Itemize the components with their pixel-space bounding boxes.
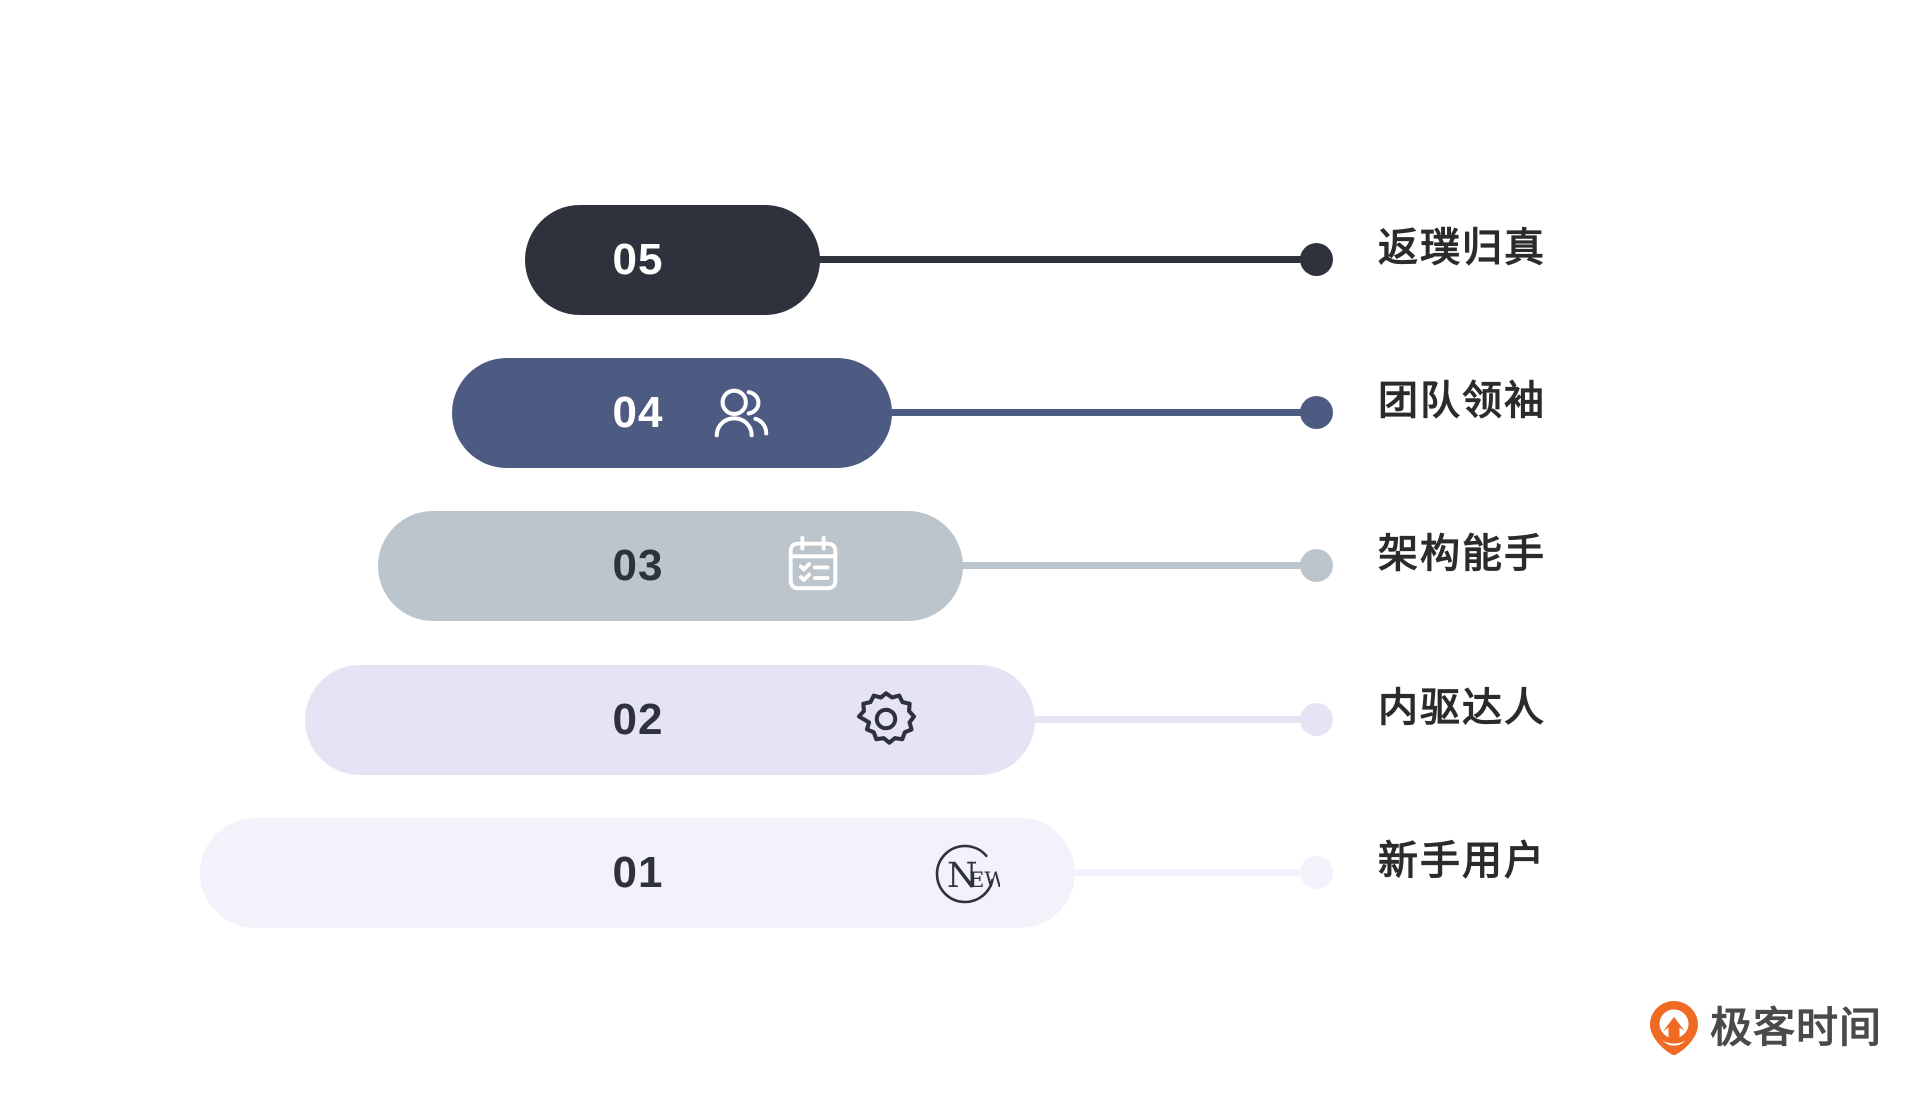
level-number-03: 03 bbox=[612, 541, 664, 590]
connector-dot-05[interactable] bbox=[1300, 243, 1333, 276]
svg-text:EW: EW bbox=[969, 868, 1000, 892]
level-label-03: 架构能手 bbox=[1378, 531, 1546, 577]
connector-line-02 bbox=[952, 716, 1318, 723]
level-bar-01[interactable] bbox=[200, 818, 1075, 928]
gear-icon bbox=[855, 688, 917, 750]
level-number-01: 01 bbox=[612, 848, 664, 897]
level-label-01: 新手用户 bbox=[1378, 838, 1546, 884]
level-number-04: 04 bbox=[612, 388, 664, 437]
level-row-02: 02 内驱达人 bbox=[0, 655, 1920, 785]
connector-dot-02[interactable] bbox=[1300, 703, 1333, 736]
connector-line-01 bbox=[1058, 869, 1318, 876]
connector-line-05 bbox=[740, 256, 1318, 263]
users-icon bbox=[710, 382, 772, 444]
level-number-02: 02 bbox=[612, 695, 664, 744]
level-row-03: 03 架构能手 bbox=[0, 501, 1920, 631]
connector-line-03 bbox=[880, 562, 1318, 569]
level-row-01: 01 N EW 新手用户 bbox=[0, 808, 1920, 938]
svg-text:N: N bbox=[947, 856, 978, 896]
brand-logo: 极客时间 bbox=[1648, 1000, 1882, 1056]
level-label-04: 团队领袖 bbox=[1378, 378, 1546, 424]
level-row-04: 04 团队领袖 bbox=[0, 348, 1920, 478]
connector-dot-04[interactable] bbox=[1300, 396, 1333, 429]
new-badge-icon: N EW bbox=[930, 839, 1000, 909]
level-label-05: 返璞归真 bbox=[1378, 225, 1546, 271]
checklist-calendar-icon bbox=[782, 533, 844, 595]
connector-line-04 bbox=[808, 409, 1318, 416]
level-number-05: 05 bbox=[612, 235, 664, 284]
level-row-05: 05 返璞归真 bbox=[0, 195, 1920, 325]
connector-dot-03[interactable] bbox=[1300, 549, 1333, 582]
level-bar-03[interactable] bbox=[378, 511, 963, 621]
brand-name: 极客时间 bbox=[1710, 1003, 1883, 1052]
level-label-02: 内驱达人 bbox=[1378, 685, 1546, 731]
connector-dot-01[interactable] bbox=[1300, 856, 1333, 889]
geektime-pin-icon bbox=[1648, 1000, 1700, 1056]
